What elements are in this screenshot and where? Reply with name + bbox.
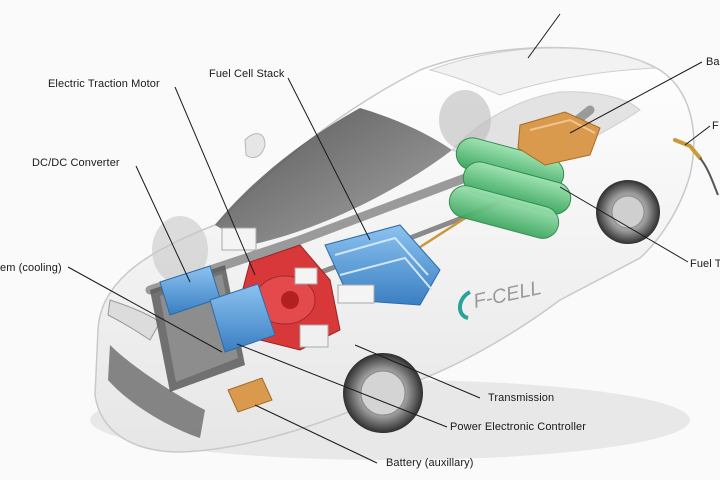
aux-box xyxy=(221,227,257,251)
label-battery-right: Ba xyxy=(706,56,720,68)
headlight xyxy=(107,299,161,341)
aux-box xyxy=(299,324,329,348)
front-grille xyxy=(108,345,205,438)
leader-line xyxy=(135,165,191,283)
far-front-wheel xyxy=(152,216,208,284)
leader-line xyxy=(559,186,689,263)
leader-line xyxy=(527,13,561,59)
label-dc-dc-converter: DC/DC Converter xyxy=(32,157,120,169)
leader-line xyxy=(684,125,711,146)
label-battery-auxillary: Battery (auxillary) xyxy=(386,457,474,469)
side-mirror xyxy=(244,133,266,158)
windshield-glass xyxy=(215,108,452,245)
label-fuel-cell-stack: Fuel Cell Stack xyxy=(209,68,285,80)
auxillary-battery-block xyxy=(227,377,273,413)
label-cooling-system: em (cooling) xyxy=(0,262,62,274)
fuel-nozzle xyxy=(673,138,702,160)
aux-box xyxy=(337,284,375,304)
aux-box xyxy=(294,267,318,285)
label-transmission: Transmission xyxy=(488,392,555,404)
rear-battery-block xyxy=(517,111,601,166)
label-fuel-tank-right: Fuel T xyxy=(690,258,720,270)
leader-line xyxy=(287,77,371,241)
leader-line xyxy=(254,404,378,464)
leader-line xyxy=(67,266,223,353)
leader-line xyxy=(236,343,448,428)
hydrogen-tanks xyxy=(448,137,572,239)
far-rear-wheel xyxy=(439,90,491,150)
leader-lines xyxy=(67,13,711,464)
power-electronic-controller-block xyxy=(209,283,276,353)
leader-line xyxy=(569,61,703,134)
leader-line xyxy=(174,86,256,276)
label-power-electronic-controller: Power Electronic Controller xyxy=(450,421,586,433)
leader-line xyxy=(354,344,481,399)
car-roof xyxy=(428,47,657,96)
label-electric-traction-motor: Electric Traction Motor xyxy=(48,78,160,90)
label-fuel-right-partial: F xyxy=(712,120,719,132)
